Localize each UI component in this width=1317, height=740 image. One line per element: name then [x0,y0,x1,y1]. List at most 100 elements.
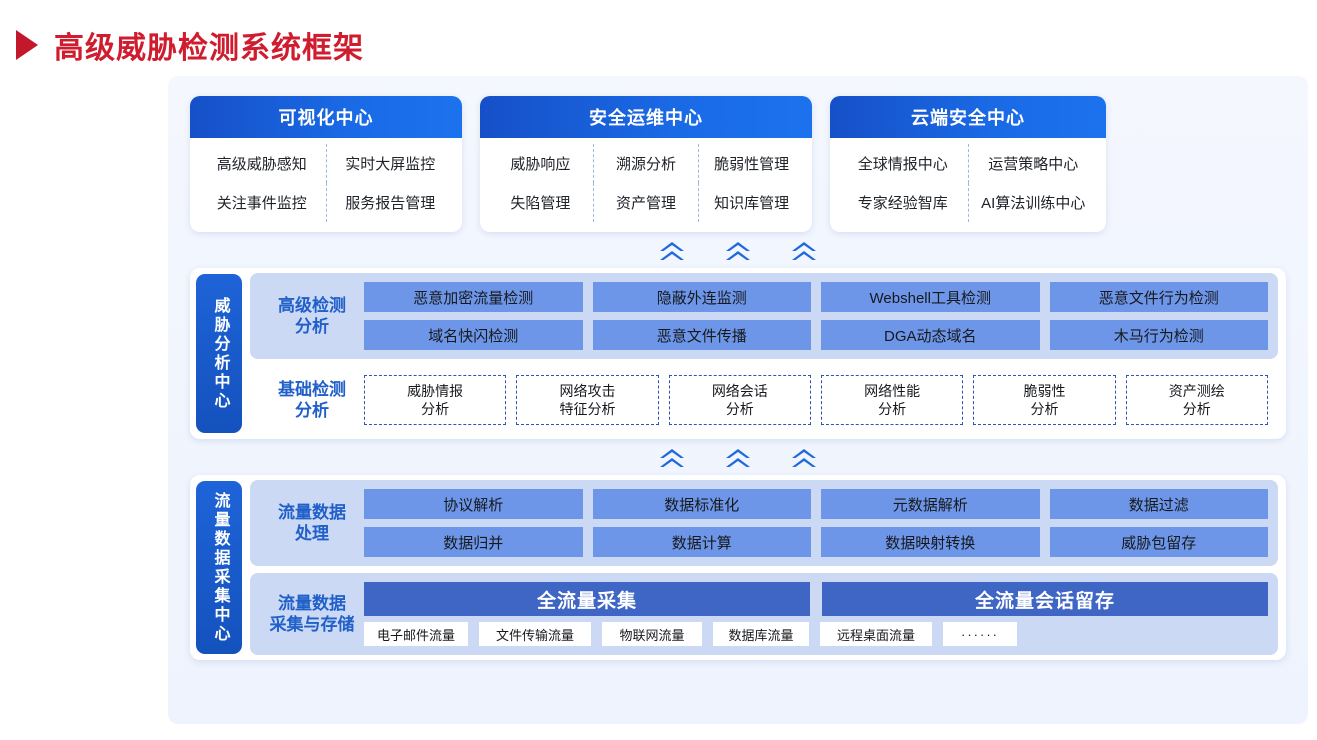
card-cell[interactable]: 高级威胁感知 [216,156,307,173]
card-cell[interactable]: 威胁响应 [510,156,571,173]
dashed-box-line2: 分析 [1030,401,1059,417]
card-body: 高级威胁感知 实时大屏监控 关注事件监控 服务报告管理 [190,138,462,232]
page-title-row: 高级威胁检测系统框架 [0,0,1317,68]
tile[interactable]: 数据标准化 [592,489,811,519]
sidebar-traffic-collection-center[interactable]: 流量数据采集中心 [196,481,242,654]
card-cell[interactable]: 脆弱性管理 [698,144,804,183]
chip-iot-traffic[interactable]: 物联网流量 [602,622,702,646]
tile[interactable]: 威胁包留存 [1049,527,1268,557]
band-advanced-detection: 高级检测 分析 恶意加密流量检测 隐蔽外连监测 Webshell工具检测 恶意文… [250,273,1278,359]
tile[interactable]: 隐蔽外连监测 [592,282,811,312]
card-visualization-center[interactable]: 可视化中心 高级威胁感知 实时大屏监控 关注事件监控 服务报告管理 [190,96,462,232]
card-cell[interactable]: 溯源分析 [592,144,699,183]
card-cell[interactable]: 全球情报中心 [857,156,948,173]
band-label-line2: 分析 [295,317,329,336]
dashed-box-line2: 分析 [878,401,907,417]
dashed-box-line1: 资产测绘 [1168,382,1225,399]
card-cell[interactable]: 失陷管理 [510,195,571,212]
band-label-line1: 基础检测 [278,379,346,399]
dashed-box-line2: 分析 [725,401,754,417]
tile-row: 数据归并 数据计算 数据映射转换 威胁包留存 [364,527,1268,557]
flow-arrows-lower [190,447,1286,469]
dashed-box-line2: 特征分析 [559,401,616,417]
collect-header-full-traffic[interactable]: 全流量采集 [364,582,810,616]
band-label-line1: 流量数据 [278,502,346,522]
dashed-box[interactable]: 脆弱性 分析 [973,375,1116,425]
chip-remote-desktop-traffic[interactable]: 远程桌面流量 [820,622,932,646]
collection-content: 全流量采集 全流量会话留存 电子邮件流量 文件传输流量 物联网流量 数据库流量 … [364,582,1268,646]
dashed-box-line1: 脆弱性 [1023,382,1066,399]
chevron-up-double-icon [723,447,753,469]
band-label: 高级检测 分析 [260,295,364,338]
chevron-up-double-icon [789,447,819,469]
tile[interactable]: 元数据解析 [821,489,1040,519]
card-row: 专家经验智库 AI算法训练中心 [838,183,1098,222]
tile[interactable]: 数据映射转换 [821,527,1040,557]
card-row: 关注事件监控 服务报告管理 [198,183,454,222]
chevron-up-double-icon [657,240,687,262]
card-cell[interactable]: 实时大屏监控 [325,144,455,183]
tile[interactable]: Webshell工具检测 [821,282,1040,312]
chevron-up-double-icon [657,447,687,469]
tile[interactable]: 域名快闪检测 [364,320,583,350]
tile-grid: 恶意加密流量检测 隐蔽外连监测 Webshell工具检测 恶意文件行为检测 域名… [364,282,1268,350]
band-label-line2: 采集与存储 [269,615,355,634]
card-title: 云端安全中心 [830,96,1106,138]
chip-file-transfer-traffic[interactable]: 文件传输流量 [479,622,591,646]
collection-headers: 全流量采集 全流量会话留存 [364,582,1268,616]
section-threat-analysis-center: 威胁分析中心 高级检测 分析 恶意加密流量检测 隐蔽外连监测 Webshell工… [190,268,1286,439]
card-cloud-security-center[interactable]: 云端安全中心 全球情报中心 运营策略中心 专家经验智库 AI算法训练中心 [830,96,1106,232]
card-cell[interactable]: 知识库管理 [698,183,804,222]
card-cell[interactable]: AI算法训练中心 [967,183,1099,222]
card-body: 威胁响应 溯源分析 脆弱性管理 失陷管理 资产管理 知识库管理 [480,138,812,232]
tile[interactable]: 恶意加密流量检测 [364,282,583,312]
band-label-line2: 分析 [295,401,329,420]
card-title: 可视化中心 [190,96,462,138]
dashed-box[interactable]: 资产测绘 分析 [1125,375,1268,425]
section-content: 流量数据 处理 协议解析 数据标准化 元数据解析 数据过滤 数据归并 数据计算 … [248,475,1286,660]
dashed-box[interactable]: 网络攻击 特征分析 [516,375,659,425]
chip-database-traffic[interactable]: 数据库流量 [713,622,809,646]
tile[interactable]: 恶意文件行为检测 [1049,282,1268,312]
tile[interactable]: DGA动态域名 [821,320,1040,350]
band-label: 流量数据 采集与存储 [260,593,364,636]
tile[interactable]: 数据过滤 [1049,489,1268,519]
tile[interactable]: 数据计算 [592,527,811,557]
framework-diagram: 可视化中心 高级威胁感知 实时大屏监控 关注事件监控 服务报告管理 安全运维中心 [168,76,1308,724]
card-cell[interactable]: 运营策略中心 [967,144,1099,183]
dashed-box-line1: 网络性能 [864,382,921,399]
tile[interactable]: 数据归并 [364,527,583,557]
band-traffic-storage: 流量数据 采集与存储 全流量采集 全流量会话留存 电子邮件流量 文件传输流量 物… [250,573,1278,655]
card-row: 威胁响应 溯源分析 脆弱性管理 [488,144,804,183]
dashed-box-line2: 分析 [1182,401,1211,417]
dashed-box-line2: 分析 [421,401,450,417]
dashed-box-line1: 威胁情报 [407,382,464,399]
dashed-box[interactable]: 威胁情报 分析 [364,375,507,425]
traffic-type-chip-row: 电子邮件流量 文件传输流量 物联网流量 数据库流量 远程桌面流量 ······ [364,622,1268,646]
card-security-operations-center[interactable]: 安全运维中心 威胁响应 溯源分析 脆弱性管理 失陷管理 资产管理 知识库管理 [480,96,812,232]
tile[interactable]: 协议解析 [364,489,583,519]
tile[interactable]: 恶意文件传播 [592,320,811,350]
dashed-box-line1: 网络攻击 [559,382,616,399]
collect-header-session-retention[interactable]: 全流量会话留存 [822,582,1268,616]
chip-more-ellipsis[interactable]: ······ [943,622,1017,646]
dashed-box[interactable]: 网络性能 分析 [820,375,964,425]
chevron-up-double-icon [723,240,753,262]
triangle-marker-icon [16,30,38,60]
sidebar-label: 流量数据采集中心 [211,491,229,644]
dashed-box[interactable]: 网络会话 分析 [668,375,811,425]
tile-row: 域名快闪检测 恶意文件传播 DGA动态域名 木马行为检测 [364,320,1268,350]
card-cell[interactable]: 服务报告管理 [325,183,455,222]
band-traffic-processing: 流量数据 处理 协议解析 数据标准化 元数据解析 数据过滤 数据归并 数据计算 … [250,480,1278,566]
band-label-line1: 流量数据 [278,593,346,613]
card-cell[interactable]: 专家经验智库 [857,195,948,212]
sidebar-threat-analysis-center[interactable]: 威胁分析中心 [196,274,242,433]
tile[interactable]: 木马行为检测 [1049,320,1268,350]
card-row: 全球情报中心 运营策略中心 [838,144,1098,183]
card-title: 安全运维中心 [480,96,812,138]
tile-row: 恶意加密流量检测 隐蔽外连监测 Webshell工具检测 恶意文件行为检测 [364,282,1268,312]
card-cell[interactable]: 资产管理 [592,183,699,222]
card-cell[interactable]: 关注事件监控 [216,195,307,212]
band-label-line2: 处理 [295,524,329,543]
chip-email-traffic[interactable]: 电子邮件流量 [364,622,468,646]
